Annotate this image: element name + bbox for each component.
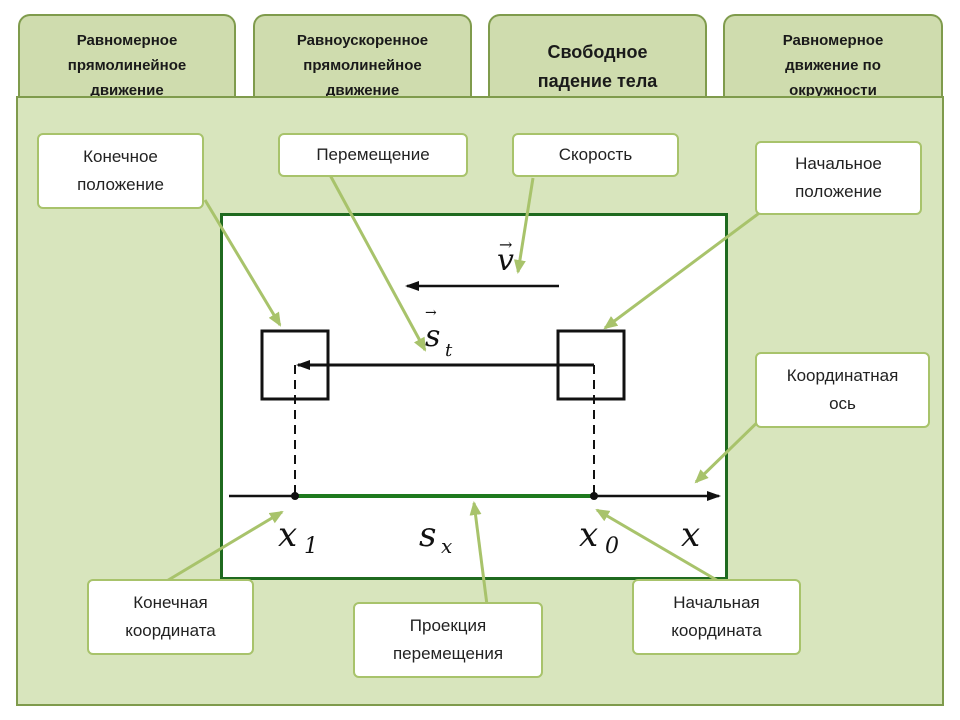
displacement-subscript: t [445, 340, 453, 361]
tab-uniform-motion[interactable]: Равномерное прямолинейное движение [18, 14, 236, 106]
tab-circular-motion[interactable]: Равномерное движение по окружности [723, 14, 943, 106]
callout-initial-coordinate: Начальная координата [632, 579, 801, 655]
sx-label: s [419, 515, 436, 555]
tab-label: Свободное падение тела [537, 42, 658, 91]
tab-label: Равномерное движение по окружности [782, 32, 884, 99]
callout-velocity: Скорость [512, 133, 679, 177]
x0-subscript: 0 [605, 534, 619, 559]
tab-accelerated-motion[interactable]: Равноускоренное прямолинейное движение [253, 14, 472, 106]
tab-label: Равноускоренное прямолинейное движение [296, 32, 429, 99]
callout-displacement-projection: Проекция перемещения [353, 602, 543, 678]
sx-subscript: x [441, 534, 452, 558]
axis-label: x [681, 515, 700, 555]
x0-point [590, 492, 598, 500]
displacement-label: s [425, 319, 440, 354]
displacement-vector-mark: → [425, 305, 437, 321]
x0-label: x [579, 515, 598, 555]
callout-coordinate-axis: Координатная ось [755, 352, 930, 428]
velocity-vector-mark: → [499, 235, 512, 254]
callout-initial-position: Начальное положение [755, 141, 922, 215]
x1-point [291, 492, 299, 500]
x1-label: x [278, 515, 297, 555]
callout-displacement: Перемещение [278, 133, 468, 177]
tab-free-fall[interactable]: Свободное падение тела [488, 14, 707, 106]
velocity-label: v [497, 243, 514, 278]
tab-label: Равномерное прямолинейное движение [67, 32, 187, 99]
x1-subscript: 1 [304, 534, 318, 559]
callout-final-position: Конечное положение [37, 133, 204, 209]
motion-diagram: → v → s t x 1 s x x 0 x [229, 235, 721, 559]
motion-figure: → v → s t x 1 s x x 0 x [220, 213, 728, 580]
callout-final-coordinate: Конечная координата [87, 579, 254, 655]
